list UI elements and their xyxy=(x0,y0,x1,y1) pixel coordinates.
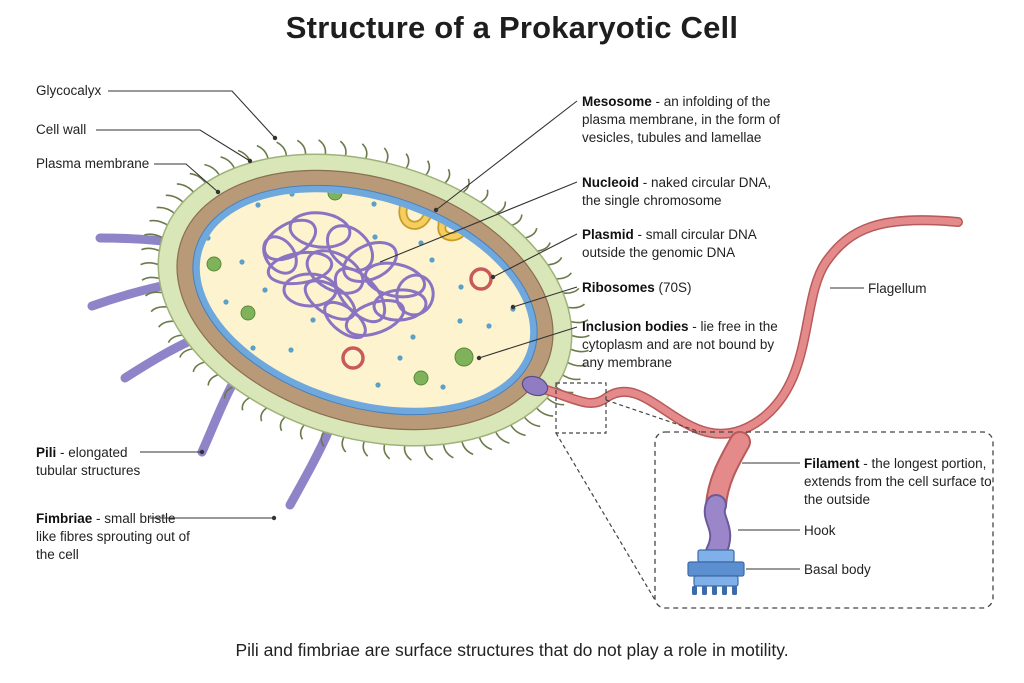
dna-loop xyxy=(326,224,374,272)
label-glycocalyx: Glycocalyx xyxy=(36,83,102,98)
label-basal-body: Basal body xyxy=(804,562,871,577)
ribosome xyxy=(250,345,256,351)
dna-loop xyxy=(288,211,352,249)
bristle xyxy=(140,261,161,266)
label-hook: Hook xyxy=(804,523,836,538)
inclusion-bodies xyxy=(206,185,474,386)
label-ribosomes: Ribosomes (70S) xyxy=(582,280,692,295)
dna-loop xyxy=(344,299,406,337)
ribosome xyxy=(288,347,294,353)
basal-body-detail xyxy=(697,549,735,563)
plasmid-ring xyxy=(341,346,365,370)
bristle xyxy=(165,194,185,205)
ribosome xyxy=(371,201,377,207)
dna-loop xyxy=(282,272,338,308)
ribosome xyxy=(262,287,268,293)
bristle xyxy=(156,206,177,216)
bristle xyxy=(560,373,581,381)
flagellum-detail xyxy=(687,431,751,595)
ribosome xyxy=(372,234,378,240)
label-nucleoid: Nucleoid - naked circular DNA, the singl… xyxy=(582,175,772,208)
nucleoid-dna xyxy=(262,211,435,340)
page-title: Structure of a Prokaryotic Cell xyxy=(285,10,739,45)
label-cell-wall: Cell wall xyxy=(36,122,87,137)
ribosome xyxy=(486,323,492,329)
label-plasmid: Plasmid - small circular DNA outside the… xyxy=(582,227,757,260)
label-plasma-membrane: Plasma membrane xyxy=(36,156,150,171)
ribosome xyxy=(429,257,435,263)
leader-dots xyxy=(199,135,516,521)
bristle xyxy=(141,247,162,253)
leader-lines xyxy=(96,90,864,570)
dna-loop xyxy=(363,261,427,299)
ribosome xyxy=(458,284,464,290)
ribosome xyxy=(223,299,229,305)
dna-loop xyxy=(342,241,398,283)
ribosome xyxy=(310,317,316,323)
ribosome xyxy=(410,334,416,340)
ribosome xyxy=(457,318,463,324)
ribosome xyxy=(255,202,261,208)
bristle xyxy=(534,405,554,417)
dna-loop xyxy=(305,249,365,295)
label-mesosome: Mesosome - an infolding of the plasma me… xyxy=(582,94,781,145)
bristle xyxy=(149,219,170,227)
label-flagellum: Flagellum xyxy=(868,281,927,296)
dna-loop xyxy=(262,235,298,275)
footnote: Pili and fimbriae are surface structures… xyxy=(235,640,789,660)
plasmid-ring xyxy=(469,267,493,291)
dna-loop xyxy=(266,250,334,286)
dna-loop xyxy=(323,300,367,340)
dna-loop xyxy=(395,273,435,317)
ribosome xyxy=(397,355,403,361)
label-filament: Filament - the longest portion, extends … xyxy=(804,456,992,507)
flagellum-hook-small xyxy=(521,375,549,397)
zoom-source-box xyxy=(555,382,607,434)
bristle xyxy=(176,183,196,195)
label-fimbriae: Fimbriae - small bristle like fibres spr… xyxy=(36,511,190,562)
ribosome xyxy=(375,382,381,388)
ribosome xyxy=(239,259,245,265)
label-pili: Pili - elongated tubular structures xyxy=(36,445,141,478)
bristle xyxy=(522,415,541,428)
label-inclusion-bodies: Inclusion bodies - lie free in the cytop… xyxy=(582,319,778,370)
cytoplasm xyxy=(199,192,531,408)
ribosome xyxy=(440,384,446,390)
